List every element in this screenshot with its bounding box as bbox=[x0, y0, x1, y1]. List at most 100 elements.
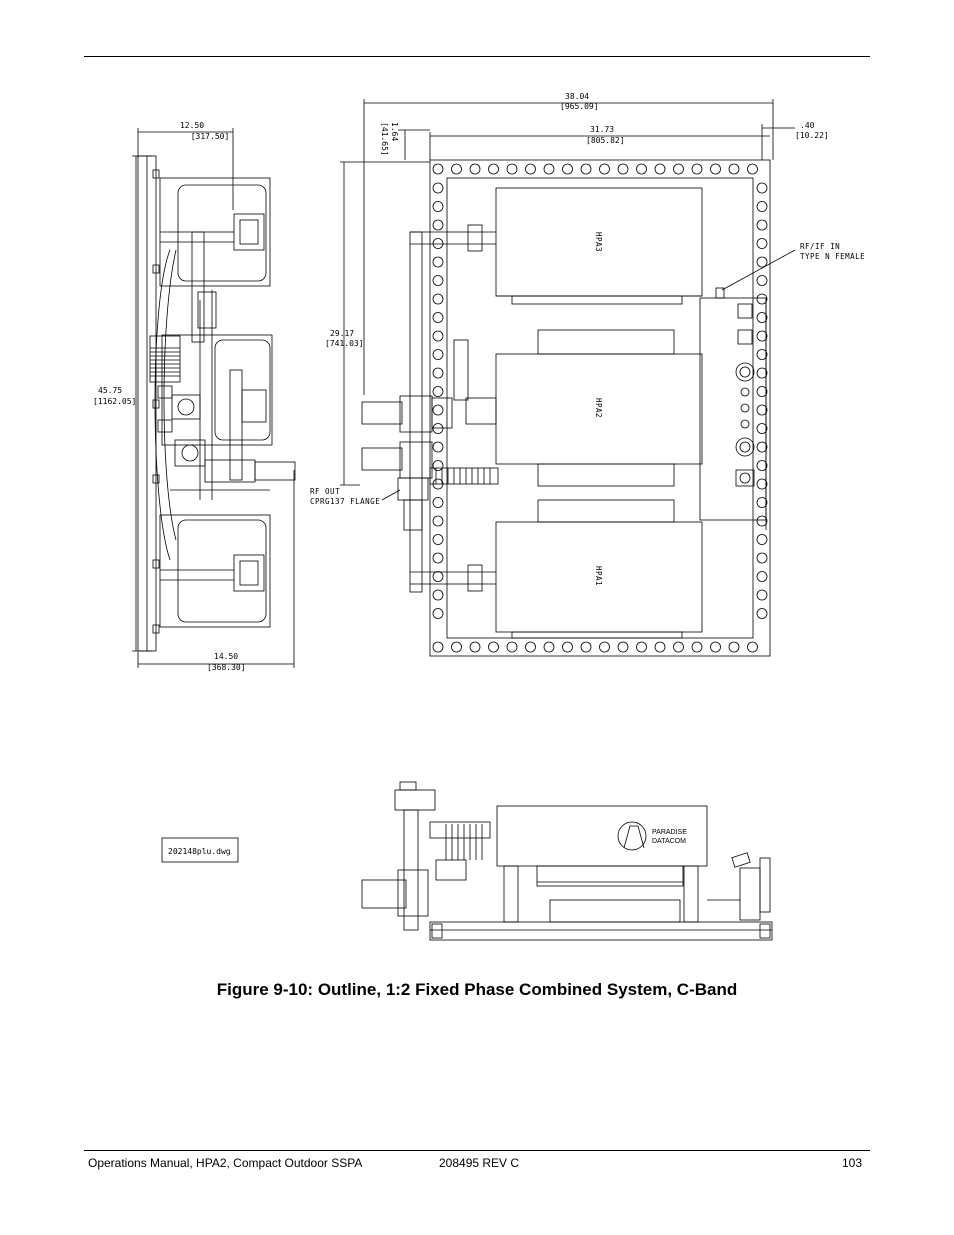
side-view: 12.50 [317.50] 45.75 [1162.05] 14.50 [36… bbox=[93, 121, 296, 672]
frame-bolt-hole bbox=[710, 641, 721, 653]
frame-bolt-hole bbox=[432, 330, 444, 342]
dim-front-top-offset-mm: [41.65] bbox=[380, 122, 389, 156]
frame-bolt-hole bbox=[673, 641, 684, 653]
rfif-in-label-line1: RF/IF IN bbox=[800, 242, 840, 251]
frame-bolt-hole bbox=[432, 641, 444, 653]
frame-bolt-hole bbox=[525, 163, 536, 175]
frame-bolt-hole bbox=[543, 163, 555, 175]
frame-bolt-hole bbox=[756, 293, 768, 305]
hpa2-label: HPA2 bbox=[594, 398, 603, 418]
frame-bolt-hole bbox=[756, 201, 768, 212]
rfif-in-label-line2: TYPE N FEMALE bbox=[800, 252, 865, 261]
frame-bolts bbox=[432, 163, 768, 653]
frame-bolt-hole bbox=[747, 163, 758, 175]
frame-bolt-hole bbox=[756, 478, 768, 490]
frame-bolt-hole bbox=[432, 349, 444, 360]
rf-out-label-line2: CPRG137 FLANGE bbox=[310, 497, 380, 506]
frame-bolt-hole bbox=[756, 608, 768, 619]
frame-bolt-hole bbox=[756, 515, 768, 527]
frame-bolt-hole bbox=[469, 641, 481, 653]
footer-doc-number: 208495 REV C bbox=[439, 1156, 520, 1170]
frame-bolt-hole bbox=[432, 386, 444, 397]
frame-bolt-hole bbox=[756, 238, 768, 249]
frame-bolt-hole bbox=[756, 312, 768, 323]
dim-side-height: 45.75 bbox=[98, 386, 122, 395]
frame-bolt-hole bbox=[756, 552, 768, 564]
drawing-file-label: 202148plu.dwg bbox=[168, 847, 231, 856]
frame-bolt-hole bbox=[432, 497, 444, 508]
frame-bolt-hole bbox=[756, 219, 768, 231]
bottom-heatsink bbox=[445, 824, 483, 860]
dim-side-bottom-width: 14.50 bbox=[214, 652, 238, 661]
frame-bolt-hole bbox=[432, 423, 444, 434]
frame-bolt-hole bbox=[432, 608, 444, 619]
frame-bolt-hole bbox=[432, 275, 444, 286]
frame-bolt-hole bbox=[432, 182, 444, 194]
frame-bolt-hole bbox=[451, 641, 462, 653]
frame-bolt-hole bbox=[432, 219, 444, 231]
frame-bolt-hole bbox=[432, 589, 444, 601]
logo-line1: PARADISE bbox=[652, 829, 687, 836]
frame-bolt-hole bbox=[756, 571, 768, 582]
frame-bolt-hole bbox=[432, 404, 444, 416]
frame-bolt-hole bbox=[756, 404, 768, 416]
frame-bolt-hole bbox=[488, 163, 499, 175]
frame-bolt-hole bbox=[691, 641, 703, 653]
frame-bolt-hole bbox=[432, 367, 444, 379]
dim-side-height-mm: [1162.05] bbox=[93, 397, 136, 406]
frame-bolt-hole bbox=[756, 534, 768, 545]
frame-bolt-hole bbox=[728, 163, 740, 175]
frame-bolt-hole bbox=[432, 441, 444, 453]
frame-bolt-hole bbox=[756, 330, 768, 342]
frame-bolt-hole bbox=[562, 163, 573, 175]
frame-bolt-hole bbox=[599, 163, 610, 175]
dim-front-overall-width-mm: [965.09] bbox=[560, 102, 599, 111]
frame-bolt-hole bbox=[432, 201, 444, 212]
frame-bolt-hole bbox=[654, 641, 666, 653]
dim-side-bottom-width-mm: [368.30] bbox=[207, 663, 246, 672]
footer-rule bbox=[84, 1150, 870, 1151]
frame-bolt-hole bbox=[432, 312, 444, 323]
frame-bolt-hole bbox=[756, 423, 768, 434]
frame-bolt-hole bbox=[756, 182, 768, 194]
front-view: 38.04 [965.09] 31.73 [805.82] .40 [10.22… bbox=[310, 92, 865, 657]
rf-out-label-line1: RF OUT bbox=[310, 487, 340, 496]
dim-front-overall-width: 38.04 bbox=[565, 92, 589, 101]
dim-side-width-mm: [317.50] bbox=[191, 132, 230, 141]
frame-bolt-hole bbox=[691, 163, 703, 175]
dim-side-width: 12.50 bbox=[180, 121, 204, 130]
frame-bolt-hole bbox=[756, 497, 768, 508]
dim-front-top-offset: 1.64 bbox=[390, 122, 399, 141]
frame-bolt-hole bbox=[432, 515, 444, 527]
frame-bolt-hole bbox=[756, 441, 768, 453]
bottom-view: 202148plu.dwg PARADISE DATACOM bbox=[161, 781, 773, 941]
logo-line2: DATACOM bbox=[652, 838, 686, 845]
figure-caption: Figure 9-10: Outline, 1:2 Fixed Phase Co… bbox=[216, 980, 738, 999]
frame-bolt-hole bbox=[543, 641, 555, 653]
frame-bolt-hole bbox=[432, 571, 444, 582]
frame-bolt-hole bbox=[580, 641, 592, 653]
frame-bolt-hole bbox=[617, 163, 629, 175]
hpa1-label: HPA1 bbox=[594, 566, 603, 586]
frame-bolt-hole bbox=[756, 275, 768, 286]
frame-bolt-hole bbox=[432, 460, 444, 471]
frame-bolt-hole bbox=[432, 534, 444, 545]
hpa2-unit: HPA2 bbox=[495, 329, 703, 487]
frame-bolt-hole bbox=[432, 552, 444, 564]
frame-bolt-hole bbox=[525, 641, 536, 653]
frame-bolt-hole bbox=[636, 163, 647, 175]
hpa3-label: HPA3 bbox=[594, 232, 603, 252]
dim-front-frame-width-mm: [805.82] bbox=[586, 136, 625, 145]
frame-bolt-hole bbox=[562, 641, 573, 653]
frame-bolt-hole bbox=[673, 163, 684, 175]
frame-bolt-hole bbox=[617, 641, 629, 653]
hpa3-unit: HPA3 bbox=[495, 187, 703, 305]
frame-bolt-hole bbox=[432, 256, 444, 268]
frame-bolt-hole bbox=[432, 238, 444, 249]
frame-bolt-hole bbox=[580, 163, 592, 175]
frame-bolt-hole bbox=[469, 163, 481, 175]
frame-bolt-hole bbox=[756, 386, 768, 397]
dim-front-height: 29.17 bbox=[330, 329, 354, 338]
frame-bolt-hole bbox=[599, 641, 610, 653]
frame-bolt-hole bbox=[710, 163, 721, 175]
